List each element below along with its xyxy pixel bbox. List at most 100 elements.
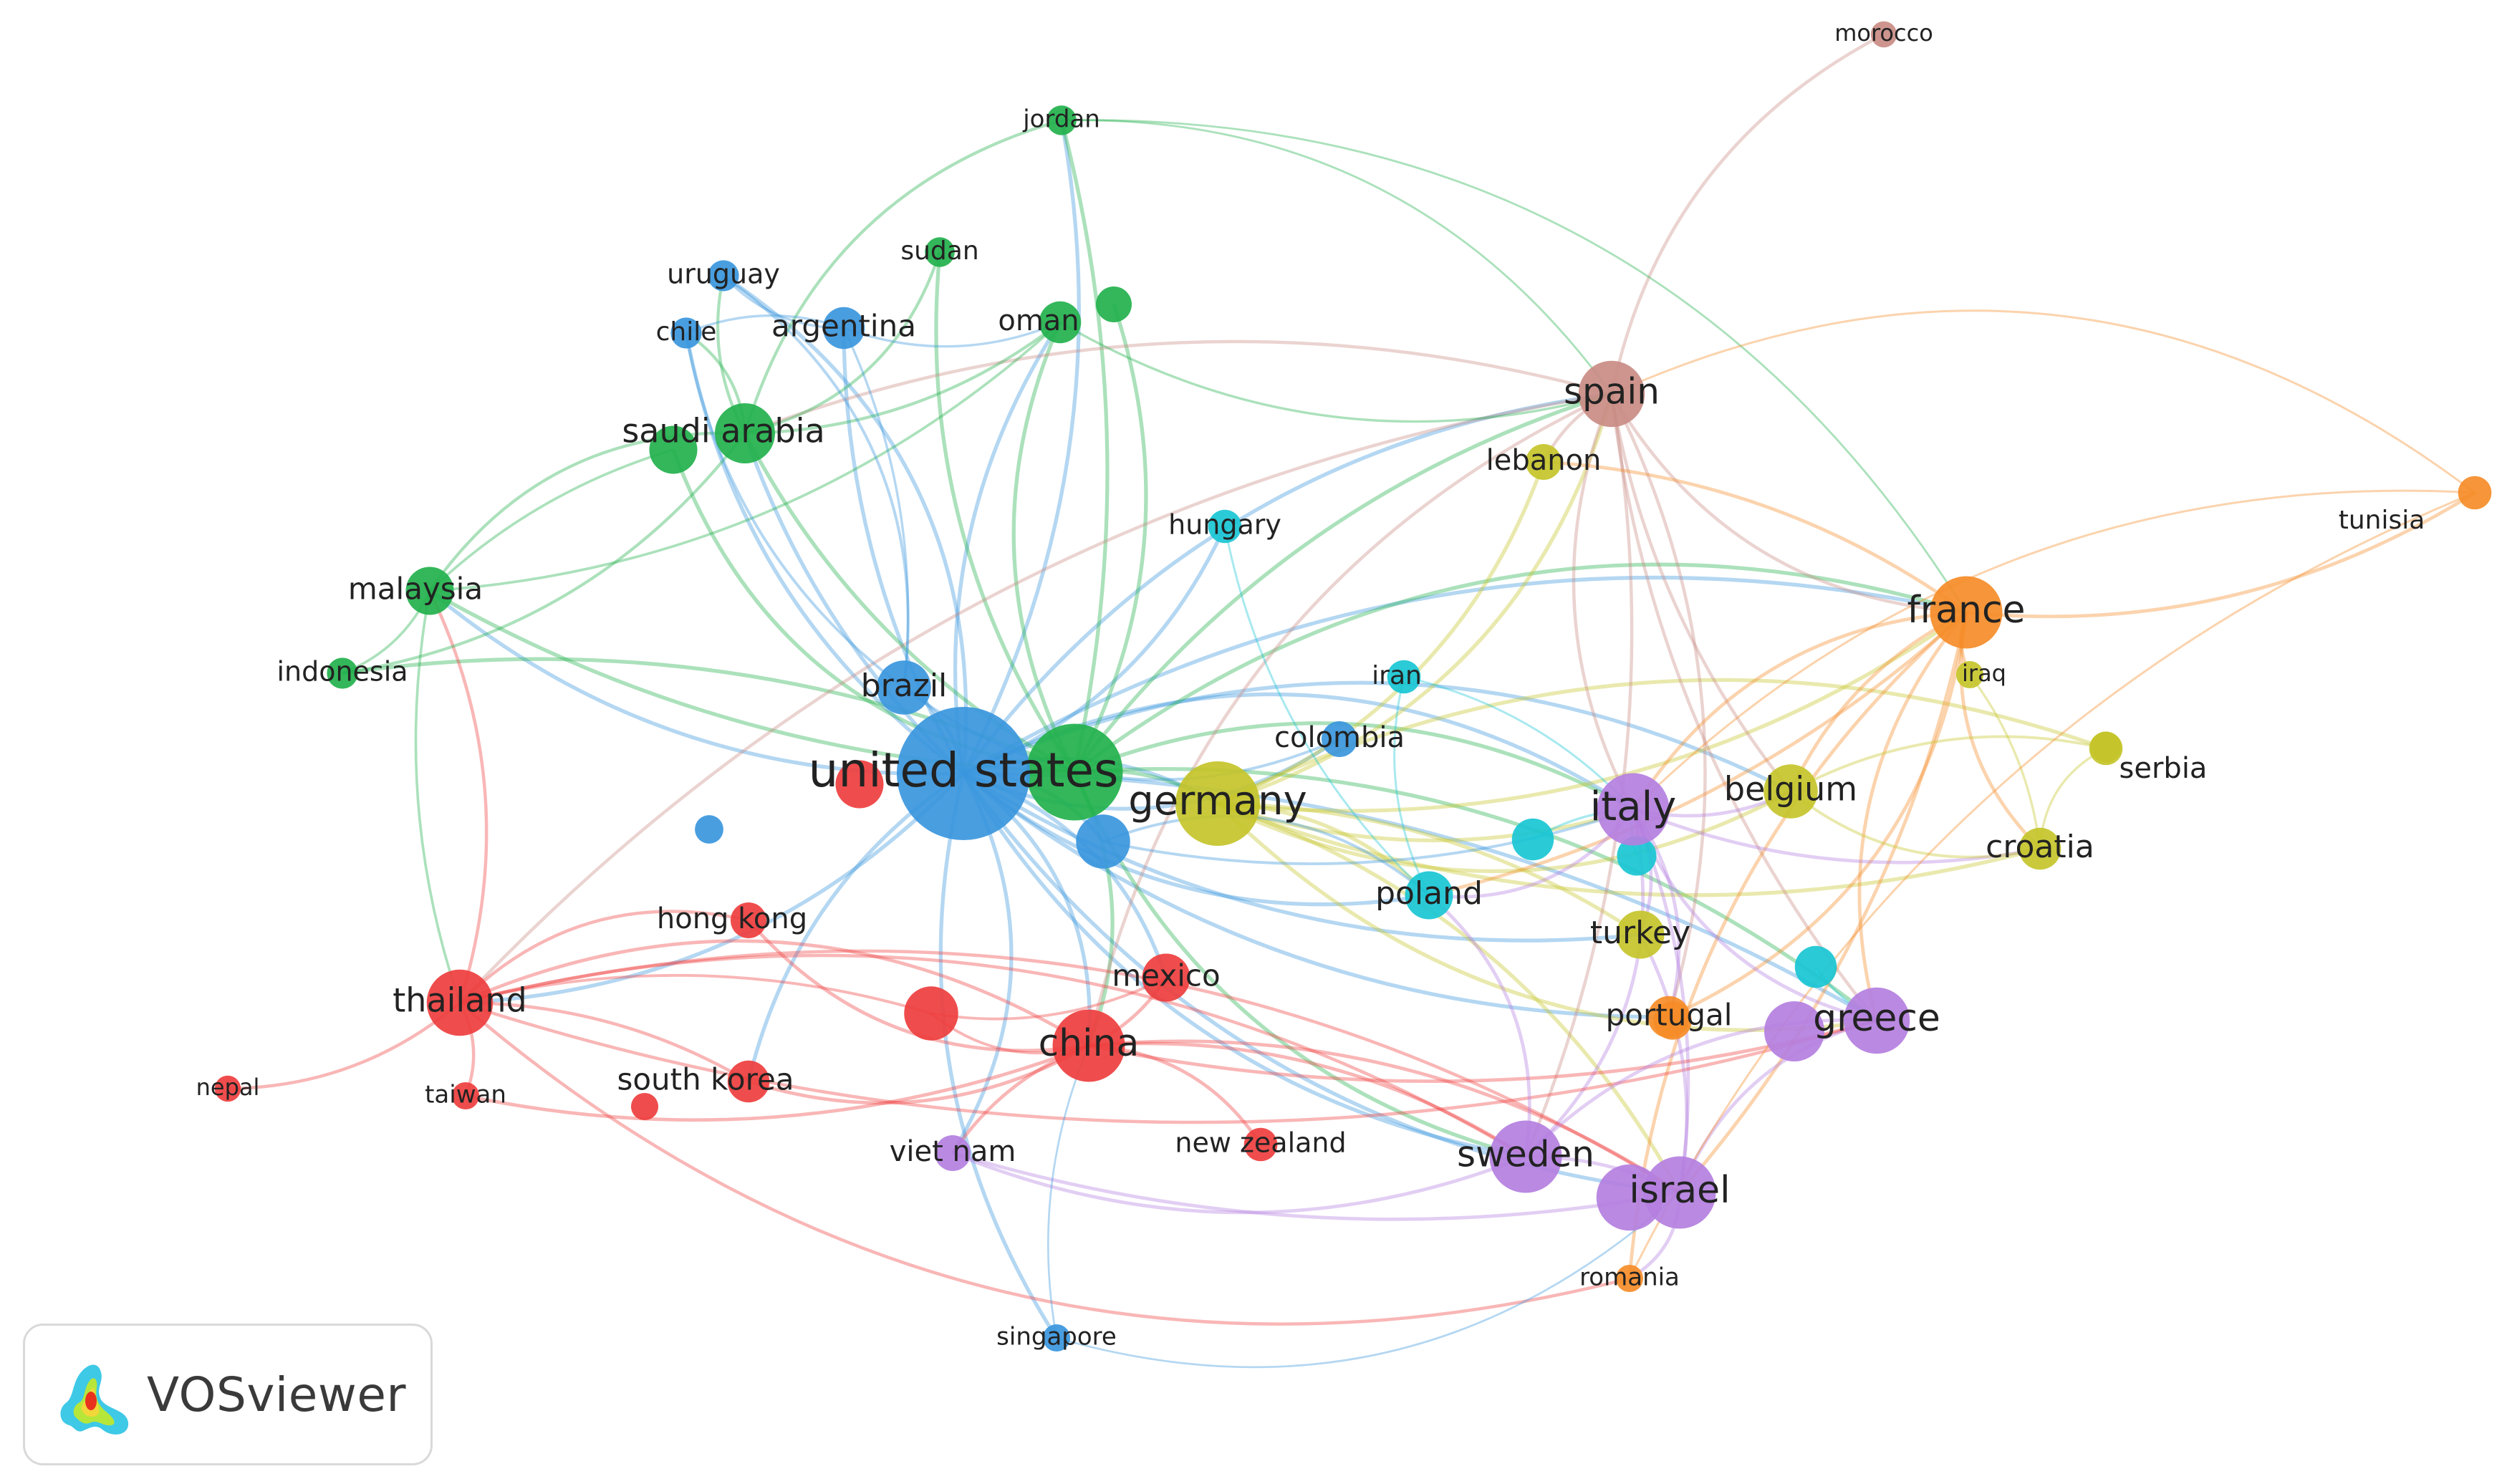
node-serbia[interactable] — [2089, 731, 2123, 766]
node-poland[interactable] — [1405, 871, 1453, 920]
node-sweden[interactable] — [1489, 1120, 1562, 1193]
link-france-croatia — [1959, 612, 2041, 850]
node-romania[interactable] — [1615, 1264, 1644, 1293]
node-turkey[interactable] — [1616, 910, 1665, 959]
node-jordan[interactable] — [1046, 105, 1077, 135]
node-uruguay[interactable] — [708, 260, 739, 292]
node-south-korea[interactable] — [727, 1060, 770, 1103]
link-china-taiwan — [465, 1044, 1089, 1122]
node-croatia[interactable] — [2018, 827, 2061, 870]
label-france: france — [1907, 589, 2025, 632]
node-singapore[interactable] — [1042, 1324, 1071, 1352]
node-saudi-b[interactable] — [649, 425, 698, 474]
link-china-hong-kong — [747, 919, 1089, 1053]
link-france-israel — [1678, 612, 1968, 1194]
node-brazil[interactable] — [877, 660, 931, 715]
node-unlabeled-red-2[interactable] — [904, 986, 958, 1041]
node-belgium[interactable] — [1763, 764, 1818, 819]
label-uruguay: uruguay — [667, 259, 780, 290]
link-spain-saudi-arabia — [744, 339, 1612, 435]
link-malaysia-oman — [429, 321, 1062, 592]
link-united-states-argentina — [842, 327, 966, 775]
nodes-layer — [214, 21, 2492, 1352]
link-brazil-uruguay — [722, 274, 910, 688]
node-unlabeled-blue-2[interactable] — [695, 815, 723, 844]
link-belgium-croatia — [1789, 790, 2041, 859]
node-mexico[interactable] — [1142, 953, 1190, 1002]
node-hong-kong[interactable] — [731, 902, 766, 938]
node-italy[interactable] — [1597, 773, 1670, 846]
link-united-states-jordan — [961, 120, 1081, 775]
node-tunisia[interactable] — [2458, 476, 2492, 510]
node-saudi-arabia[interactable] — [715, 403, 775, 463]
node-united-states[interactable] — [897, 707, 1030, 840]
label-hong-kong: hong kong — [657, 902, 807, 935]
node-lebanon[interactable] — [1526, 444, 1562, 480]
link-united-states-singapore — [938, 773, 1059, 1339]
node-portugal[interactable] — [1647, 996, 1690, 1039]
link-tunisia-spain — [1611, 309, 2475, 494]
node-china[interactable] — [1052, 1009, 1125, 1082]
label-south-korea: south korea — [617, 1062, 794, 1097]
node-greece-b[interactable] — [1764, 1001, 1824, 1061]
node-malaysia[interactable] — [405, 567, 454, 615]
node-unlabeled-cyan-2[interactable] — [1794, 945, 1837, 988]
link-oman-spain — [1059, 321, 1612, 423]
node-oman-b[interactable] — [1096, 286, 1132, 322]
node-iran[interactable] — [1387, 660, 1421, 694]
link-thailand-south-korea — [459, 1001, 750, 1083]
node-france[interactable] — [1930, 576, 2003, 649]
node-taiwan[interactable] — [451, 1081, 480, 1110]
link-germany-israel — [1217, 801, 1682, 1194]
node-iraq[interactable] — [1955, 660, 1984, 689]
node-hungary[interactable] — [1208, 509, 1242, 544]
node-sudan[interactable] — [925, 237, 955, 267]
node-germany[interactable] — [1175, 761, 1260, 846]
link-iran-poland — [1393, 676, 1430, 896]
link-united-states-oman — [953, 321, 1062, 774]
node-unlabeled-red-1[interactable] — [835, 760, 884, 809]
link-germany-croatia — [1217, 801, 2041, 897]
node-israel[interactable] — [1643, 1156, 1716, 1229]
node-unlabeled-cyan-1[interactable] — [1511, 818, 1554, 861]
node-colombia[interactable] — [1322, 721, 1357, 757]
label-croatia: croatia — [1986, 829, 2094, 865]
node-unlabeled-blue-1[interactable] — [1076, 814, 1130, 869]
node-thailand[interactable] — [426, 969, 494, 1036]
label-poland: poland — [1375, 875, 1483, 912]
node-nepal[interactable] — [214, 1075, 241, 1102]
link-tunisia-romania — [1628, 491, 2475, 1279]
label-singapore: singapore — [996, 1323, 1117, 1352]
node-spain[interactable] — [1578, 360, 1645, 428]
link-france-italy — [1631, 610, 1967, 811]
label-germany: germany — [1128, 778, 1307, 824]
link-us-green-spain — [1072, 392, 1612, 774]
link-germany-turkey — [1217, 801, 1642, 937]
links-layer — [227, 33, 2476, 1369]
node-indonesia[interactable] — [327, 657, 358, 689]
link-spain-china — [1087, 392, 1612, 1046]
vosviewer-heatmap-logo-icon — [60, 1364, 129, 1435]
node-argentina[interactable] — [822, 307, 865, 350]
label-thailand: thailand — [393, 981, 526, 1020]
node-unlabeled-red-3[interactable] — [630, 1092, 659, 1121]
node-chile[interactable] — [670, 317, 702, 349]
link-israel-turkey — [1638, 933, 1689, 1193]
node-greece[interactable] — [1843, 987, 1910, 1054]
link-united-states-chile — [684, 332, 965, 776]
link-germany-france — [1217, 610, 1968, 813]
node-oman[interactable] — [1039, 301, 1082, 344]
label-taiwan: taiwan — [425, 1081, 506, 1109]
node-viet-nam[interactable] — [935, 1135, 971, 1171]
node-us-green[interactable] — [1026, 723, 1123, 821]
label-chile: chile — [656, 317, 717, 347]
link-thailand-sweden — [459, 953, 1527, 1158]
node-morocco[interactable] — [1870, 21, 1897, 48]
node-unlabeled-cyan-3[interactable] — [1617, 836, 1657, 876]
link-us-green-oman — [1011, 321, 1077, 774]
link-germany-spain — [1217, 393, 1614, 806]
vosviewer-badge: VOSviewer — [23, 1324, 433, 1465]
label-viet-nam: viet nam — [890, 1135, 1016, 1168]
link-germany-belgium — [1216, 789, 1792, 873]
node-new-zealand[interactable] — [1243, 1127, 1278, 1162]
